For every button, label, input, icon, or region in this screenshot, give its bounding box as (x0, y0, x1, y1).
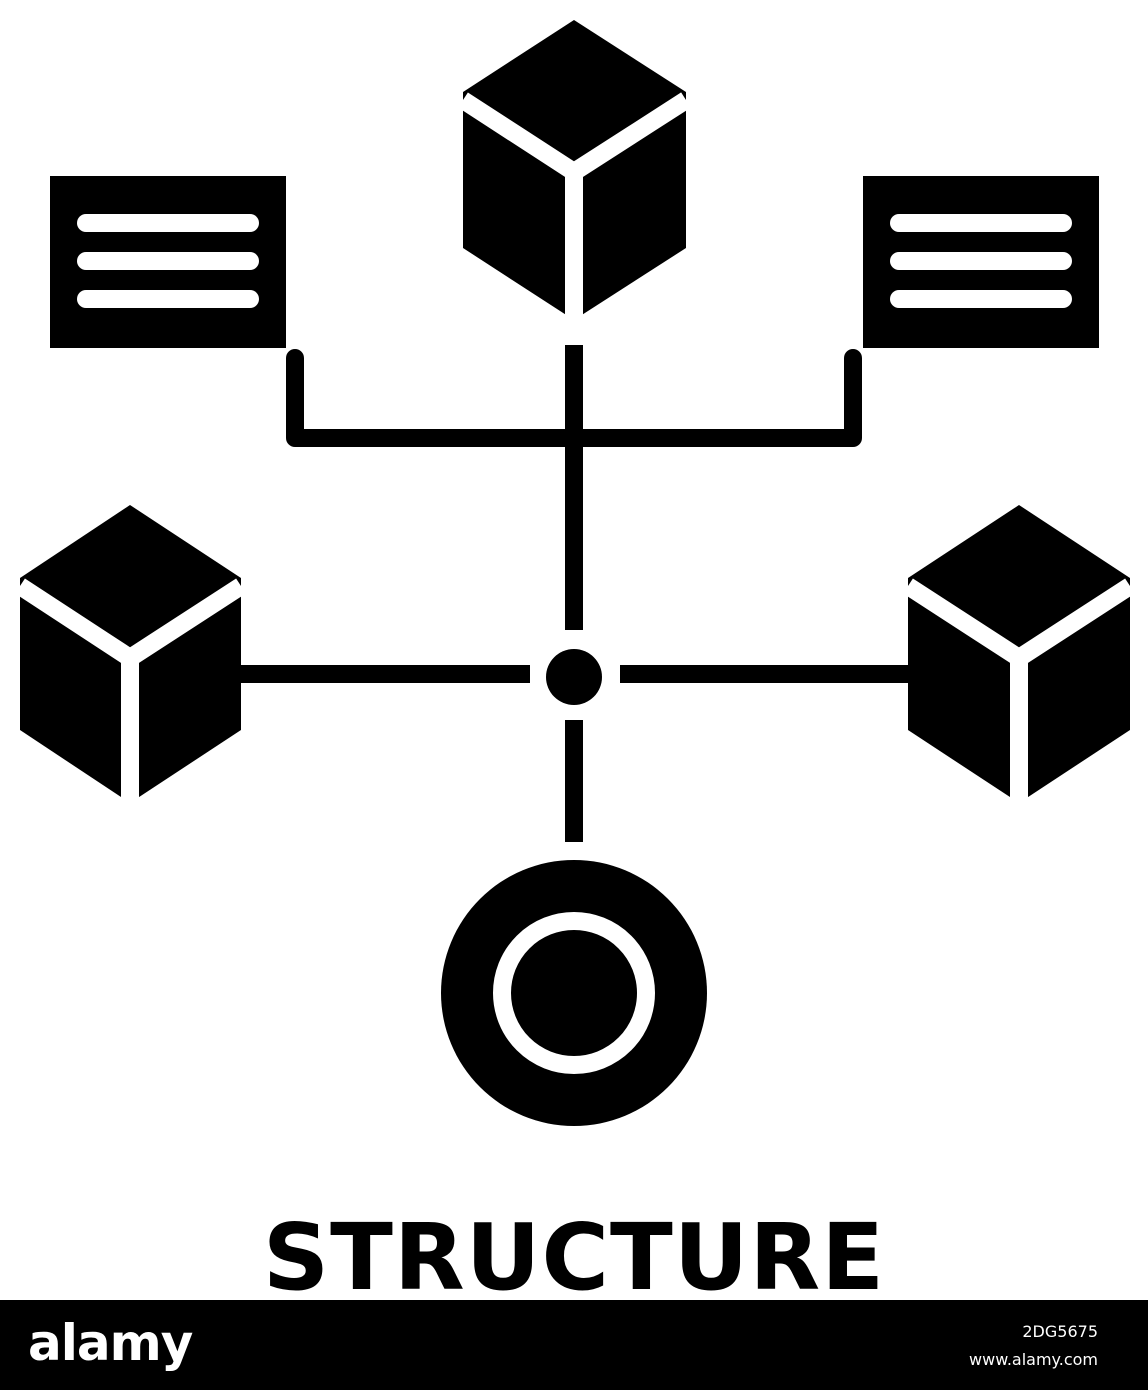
document-right-icon (863, 176, 1099, 348)
right-branch-line (620, 665, 910, 683)
image-id-label: 2DG5675 (1022, 1322, 1098, 1341)
cube-left-icon (15, 505, 246, 810)
vertical-trunk-line (565, 345, 583, 630)
site-url-link[interactable]: www.alamy.com (969, 1350, 1098, 1369)
hub-node-dot (546, 649, 602, 705)
structure-diagram-icon (15, 20, 1135, 1126)
cube-top-icon (458, 20, 691, 330)
target-circle-icon (441, 860, 707, 1126)
cube-right-icon (903, 505, 1135, 810)
brand-logo: alamy (28, 1314, 193, 1372)
footer-bar: alamy 2DG5675 www.alamy.com (0, 1300, 1148, 1390)
left-branch-line (240, 665, 530, 683)
caption-title: STRUCTURE (262, 1204, 886, 1311)
icon-stage (15, 20, 1135, 1126)
document-left-icon (50, 176, 286, 348)
lower-trunk-line (565, 720, 583, 842)
